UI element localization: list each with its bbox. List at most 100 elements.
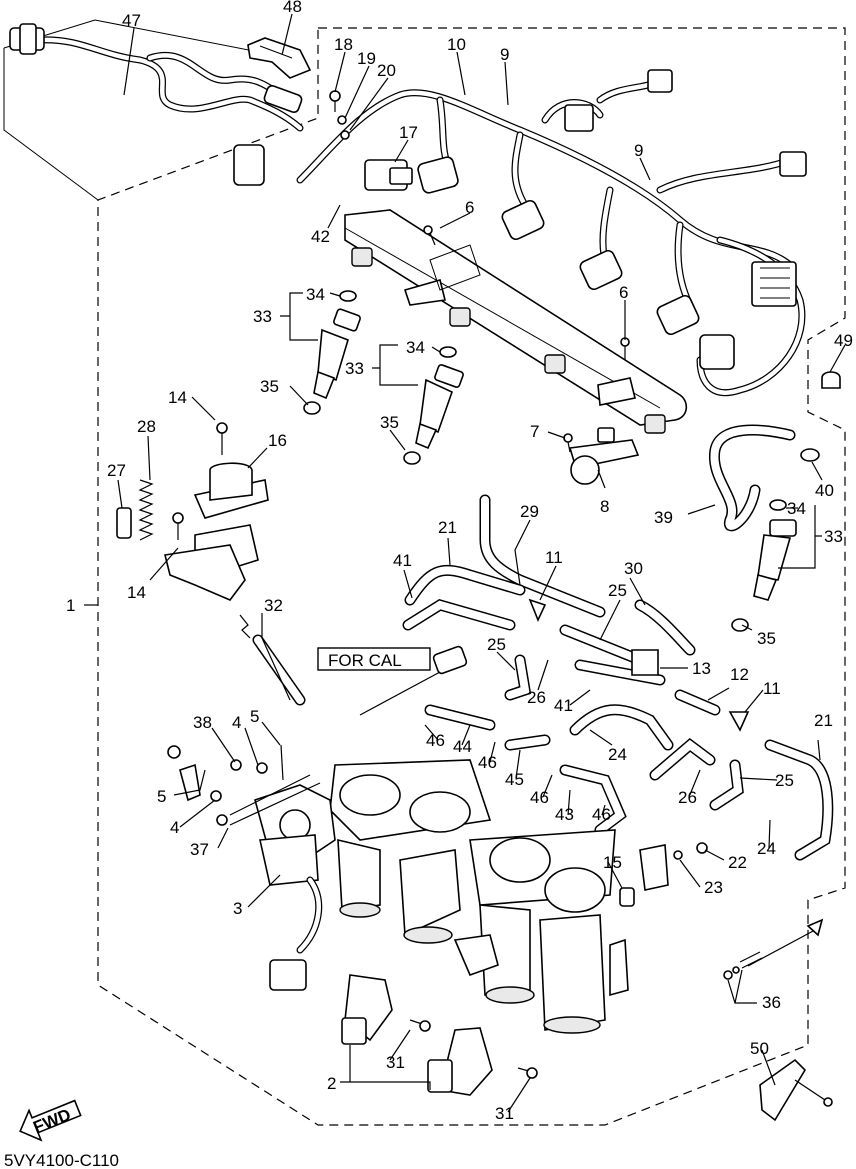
callout: 39 [654,508,673,527]
callout: 44 [453,737,472,756]
callout: 6 [619,283,628,302]
callout: 41 [554,696,573,715]
callout: 32 [264,596,283,615]
rod-36 [723,918,824,980]
callout: 31 [386,1053,405,1072]
callout: 26 [527,688,546,707]
callout: 42 [311,227,330,246]
callout: 12 [730,665,749,684]
callout: 18 [334,35,353,54]
for-cal-part [359,645,468,716]
callout: 1 [66,596,75,615]
callout: 50 [750,1039,769,1058]
callout: 27 [107,461,126,480]
callout: 25 [487,635,506,654]
hoses [402,494,834,861]
callout: 16 [268,431,287,450]
callout: 46 [478,753,497,772]
callout: 6 [465,198,474,217]
callout: 9 [634,141,643,160]
pin-27 [116,507,132,539]
injector-33-c [731,499,797,632]
callout: 25 [775,771,794,790]
callout: 11 [763,679,781,698]
callout: 35 [380,413,399,432]
screw-15 [619,887,635,907]
callout: 19 [357,49,376,68]
tube-32 [239,614,306,706]
callout: 47 [122,11,141,30]
callout: 7 [530,422,539,441]
callout: 14 [127,583,146,602]
callout: 46 [592,805,611,824]
leader-lines [84,13,846,1113]
screws-31 [409,1019,538,1079]
callout: 23 [704,878,723,897]
callout: 5 [250,707,259,726]
callout: 5 [157,787,166,806]
callout: 43 [555,805,574,824]
callout: 49 [834,331,853,350]
callout: 36 [762,993,781,1012]
callout: 37 [190,840,209,859]
diagram-code: 5VY4100-C110 [4,1151,119,1169]
clip-48 [247,37,312,79]
callout: 45 [505,770,524,789]
callout: 24 [757,839,776,858]
callout: 46 [426,731,445,750]
callout: 4 [232,713,241,732]
callout: 34 [306,285,325,304]
bracket-22-23 [639,842,708,891]
callout: 11 [545,548,563,567]
fwd-arrow-icon [19,1099,82,1142]
callout: 24 [608,745,627,764]
callout: 34 [787,499,806,518]
pressure-regulator-8 [563,427,640,485]
bolts-18-20 [329,90,350,140]
callout-labels: 47 48 18 19 20 10 9 9 17 6 42 34 33 35 6… [66,0,853,1123]
callout: 9 [500,45,509,64]
callout: 35 [260,377,279,396]
callout: 33 [345,359,364,378]
callout: 33 [824,527,843,546]
sub-harness-47 [9,23,304,132]
callout: 8 [600,497,609,516]
callout: 35 [757,629,776,648]
hose-39 [708,371,841,532]
callout: 29 [520,502,539,521]
callout: 33 [253,307,272,326]
callout: 26 [678,788,697,807]
for-cal-label: FOR CAL [328,651,402,670]
throttle-bodies [254,759,629,1034]
callout: 40 [815,481,834,500]
callout: 22 [728,853,747,872]
sensor-2-a [341,974,393,1045]
main-harness [233,69,807,397]
callout: 38 [193,713,212,732]
fwd-label: FWD [31,1105,74,1137]
callout: 25 [608,581,627,600]
assembly-outline [97,27,846,1126]
spring-28 [138,479,154,541]
fuel-rail [344,209,688,434]
callout: 30 [624,559,643,578]
callout: 3 [233,899,242,918]
callout: 21 [814,711,833,730]
callout: 20 [377,61,396,80]
sensor-bracket-16 [164,422,269,601]
callout: 28 [137,417,156,436]
callout: 34 [406,338,425,357]
for-cal-box [317,647,431,671]
injector-33-b [403,346,464,465]
callout: 31 [495,1104,514,1123]
callout: 14 [168,388,187,407]
callout: 48 [283,0,302,16]
callout: 4 [170,818,179,837]
injector-33-a [303,290,361,415]
sensor-2-b [427,1027,493,1096]
callout: 10 [447,35,466,54]
bracket-50 [759,1058,833,1122]
callout: 17 [399,123,418,142]
callout: 41 [393,551,412,570]
